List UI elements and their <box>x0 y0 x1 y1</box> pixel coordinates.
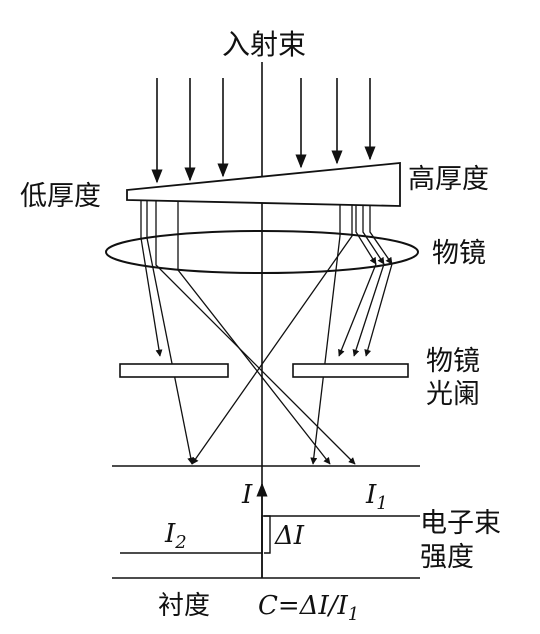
intensity-1-label: I1 <box>365 480 388 514</box>
low-thickness-label: 低厚度 <box>20 181 101 212</box>
ray <box>338 263 377 357</box>
specimen-wedge <box>126 162 401 207</box>
ray <box>177 202 331 465</box>
objective-aperture-right <box>292 363 409 378</box>
beam-intensity-label-line1: 电子束 <box>420 508 501 539</box>
incident-beam-label: 入射束 <box>222 28 306 61</box>
intensity-axis-label: I <box>241 480 253 510</box>
ray <box>352 263 385 357</box>
objective-aperture-left <box>119 363 229 378</box>
ray <box>362 205 385 265</box>
objective-lens-label: 物镜 <box>432 238 486 269</box>
intensity-2-label: I2 <box>164 519 187 553</box>
ray <box>355 205 377 265</box>
rays-high-thickness <box>191 205 393 465</box>
ray <box>369 205 393 265</box>
intensity-profile <box>120 515 420 554</box>
contrast-formula: C=ΔI/I1 <box>258 591 359 625</box>
high-thickness-label: 高厚度 <box>408 164 489 195</box>
ray <box>140 201 163 357</box>
delta-i-label: ΔI <box>274 521 305 551</box>
rays-low-thickness <box>140 201 356 465</box>
ray <box>310 205 341 465</box>
contrast-label: 衬度 <box>158 591 210 621</box>
ray <box>364 263 393 357</box>
incident-beam-arrows <box>151 78 376 184</box>
ray <box>155 201 356 465</box>
ray <box>146 201 195 465</box>
delta-i-bracket <box>264 515 271 554</box>
beam-intensity-label-line2: 强度 <box>420 542 474 573</box>
objective-aperture-label-line1: 物镜 <box>426 346 480 377</box>
ray <box>191 205 353 465</box>
objective-aperture-label-line2: 光阑 <box>426 379 480 410</box>
objective-lens <box>105 230 419 274</box>
